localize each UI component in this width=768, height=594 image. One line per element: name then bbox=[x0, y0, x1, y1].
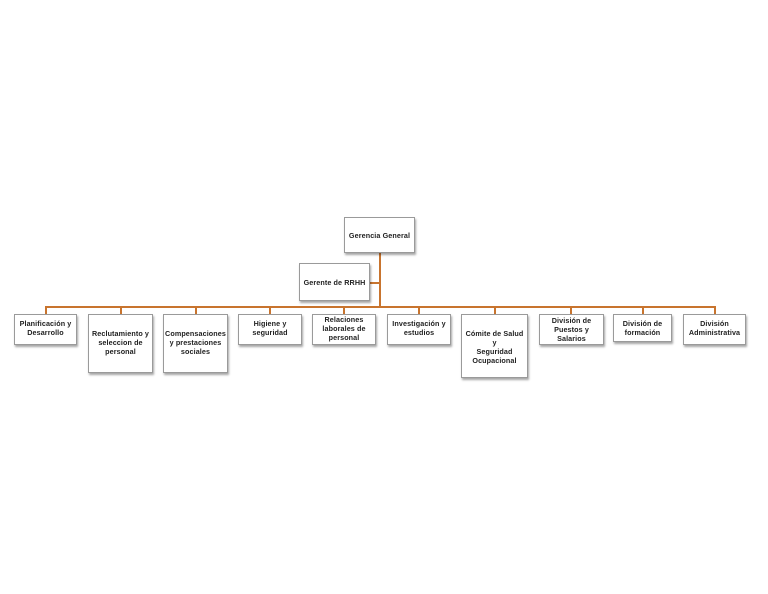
node-division-formacion[interactable]: División de formación bbox=[613, 314, 672, 342]
connector-horizontal-bus bbox=[45, 306, 715, 308]
node-division-puestos[interactable]: División de Puestos y Salarios bbox=[539, 314, 604, 345]
connector-drop-division-formacion bbox=[642, 306, 644, 315]
node-label: Reclutamiento y seleccion de personal bbox=[91, 329, 150, 356]
node-label: Cómite de Salud y Seguridad Ocupacional bbox=[465, 329, 524, 365]
node-label: Relaciones laborales de personal bbox=[322, 315, 366, 342]
node-label: División de formación bbox=[622, 319, 663, 337]
connector-drop-division-puestos bbox=[570, 306, 572, 315]
connector-drop-division-administrativa bbox=[714, 306, 716, 315]
connector-drop-relaciones bbox=[343, 306, 345, 315]
node-label: Higiene y seguridad bbox=[252, 319, 288, 337]
connector-drop-comite bbox=[494, 306, 496, 315]
node-investigacion[interactable]: Investigación y estudios bbox=[387, 314, 451, 345]
node-compensaciones[interactable]: Compensaciones y prestaciones sociales bbox=[163, 314, 228, 373]
connector-drop-compensaciones bbox=[195, 306, 197, 315]
connector-drop-higiene bbox=[269, 306, 271, 315]
node-relaciones[interactable]: Relaciones laborales de personal bbox=[312, 314, 376, 345]
node-gerente-rrhh[interactable]: Gerente de RRHH bbox=[299, 263, 370, 301]
node-higiene[interactable]: Higiene y seguridad bbox=[238, 314, 302, 345]
connector-drop-investigacion bbox=[418, 306, 420, 315]
node-gerencia-general[interactable]: Gerencia General bbox=[344, 217, 415, 253]
node-label: Gerencia General bbox=[348, 230, 411, 240]
node-reclutamiento[interactable]: Reclutamiento y seleccion de personal bbox=[88, 314, 153, 373]
node-label: Planificación y Desarrollo bbox=[19, 319, 72, 337]
node-label: División de Puestos y Salarios bbox=[551, 316, 592, 343]
node-planificacion[interactable]: Planificación y Desarrollo bbox=[14, 314, 77, 345]
connector-root-down bbox=[379, 252, 381, 307]
connector-drop-reclutamiento bbox=[120, 306, 122, 315]
node-label: División Administrativa bbox=[688, 319, 741, 337]
node-division-administrativa[interactable]: División Administrativa bbox=[683, 314, 746, 345]
connector-assistant bbox=[369, 282, 380, 284]
node-comite[interactable]: Cómite de Salud y Seguridad Ocupacional bbox=[461, 314, 528, 378]
node-label: Investigación y estudios bbox=[392, 319, 446, 337]
node-label: Gerente de RRHH bbox=[303, 277, 366, 287]
connector-drop-planificacion bbox=[45, 306, 47, 315]
node-label: Compensaciones y prestaciones sociales bbox=[165, 329, 226, 356]
